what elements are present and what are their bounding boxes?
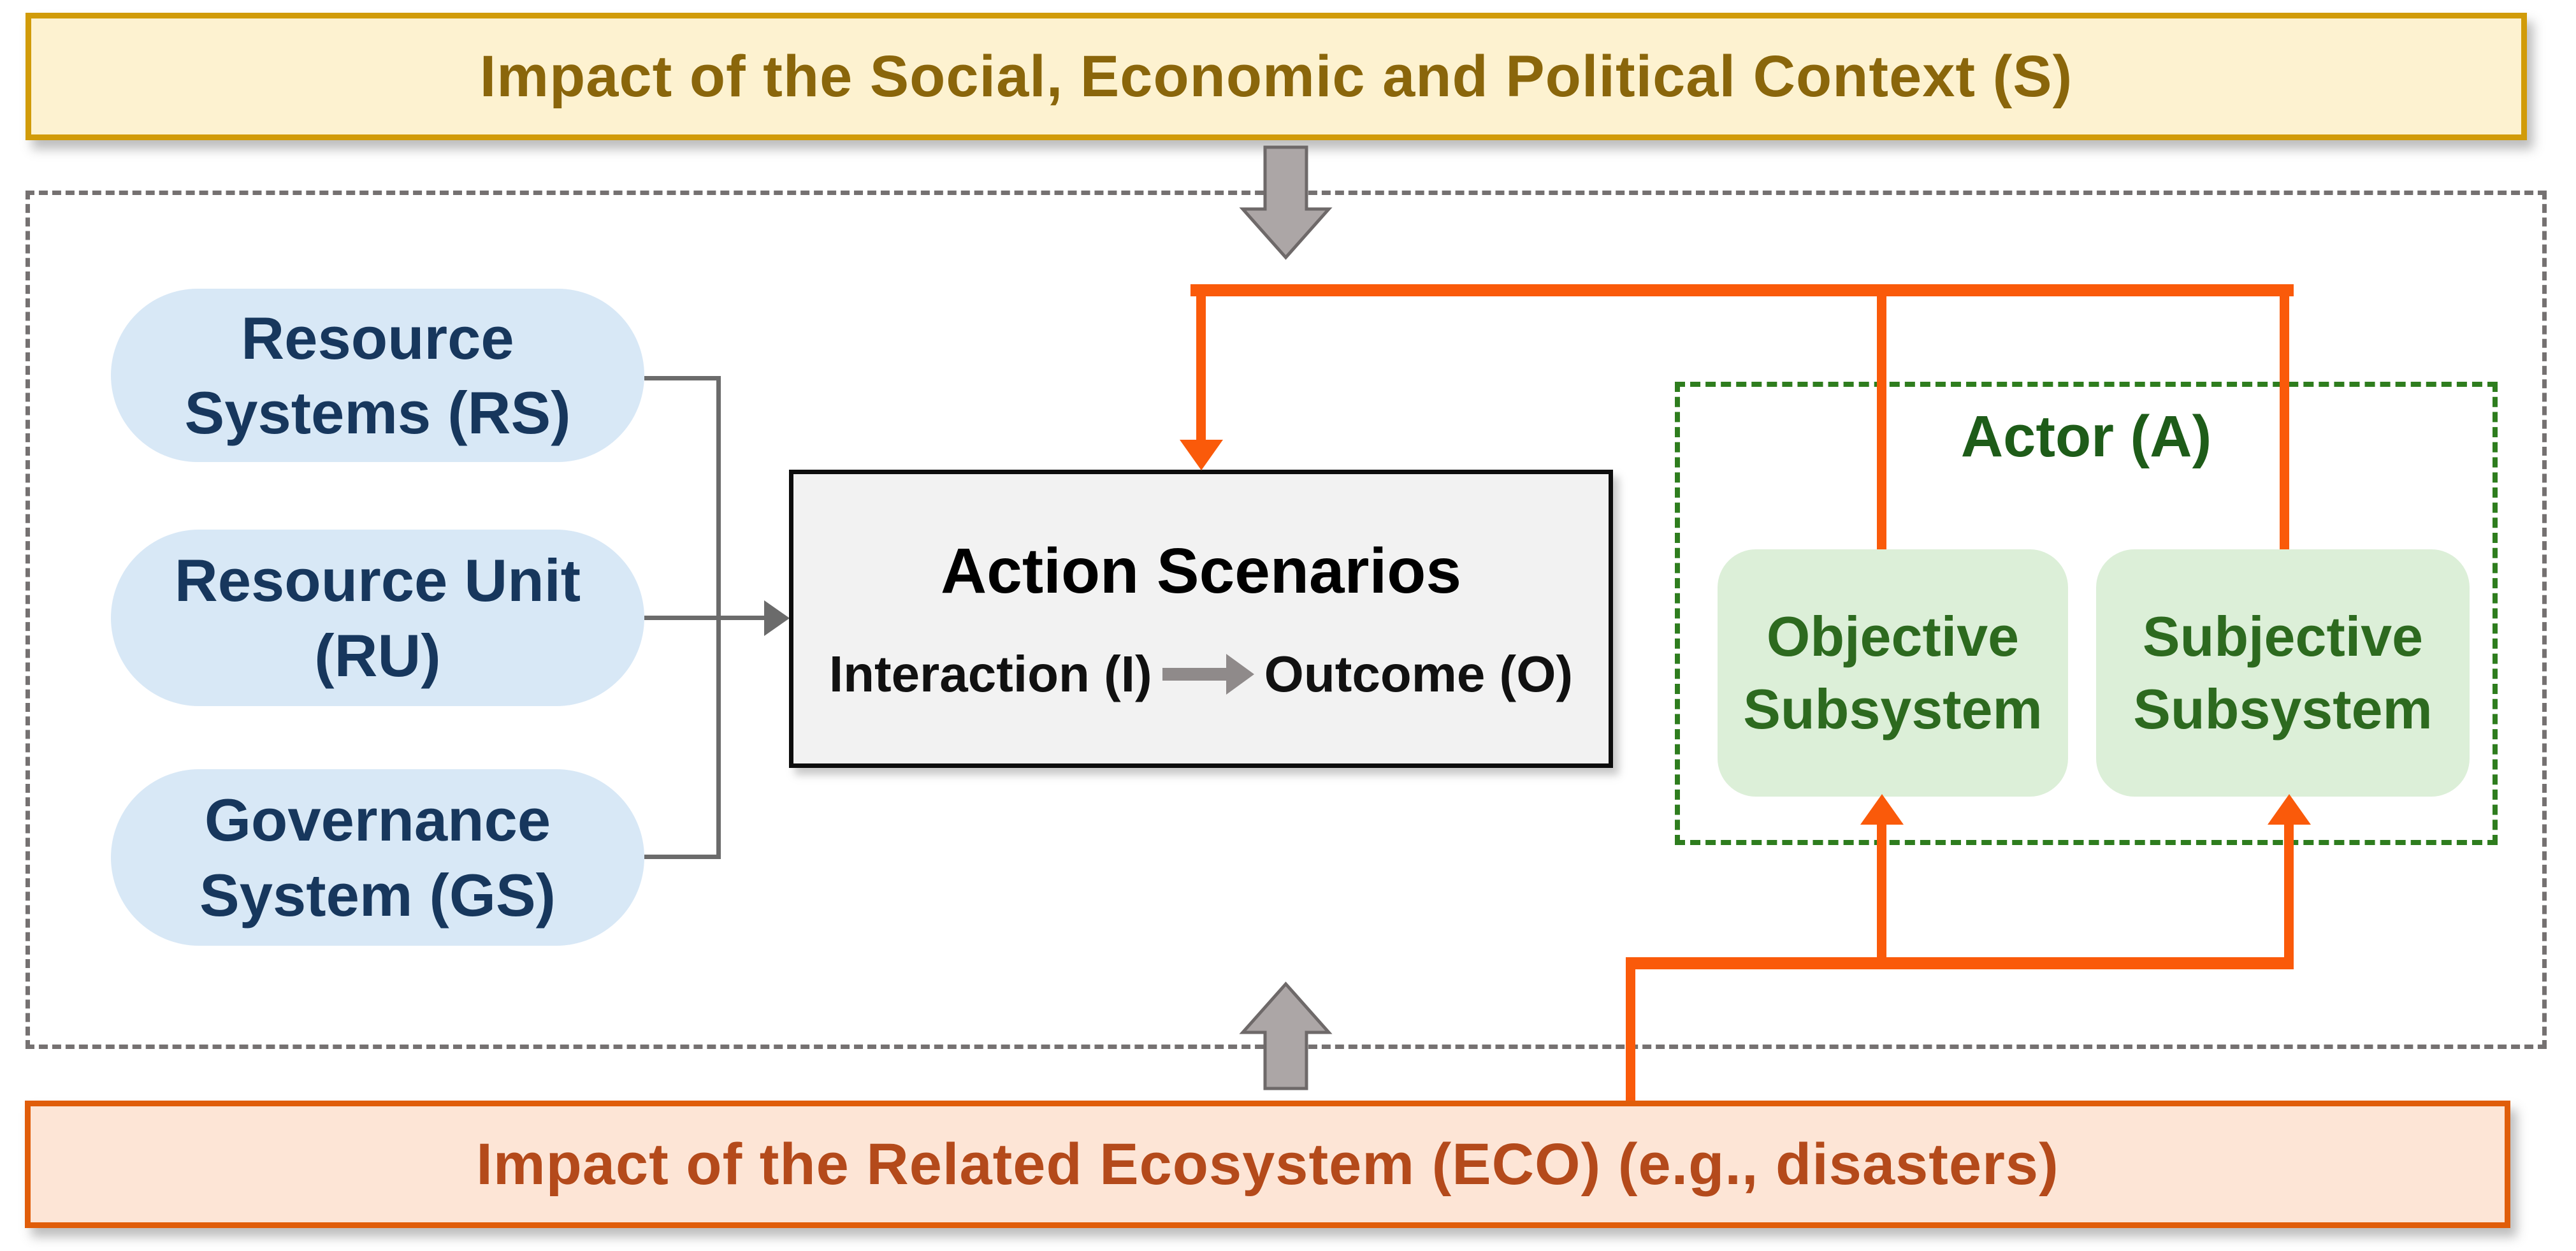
gray-down-arrow-icon xyxy=(1239,145,1333,260)
actor-region-box xyxy=(1675,382,2498,845)
resource-unit-label: Resource Unit (RU) xyxy=(174,547,581,689)
io-arrow-head xyxy=(1226,653,1254,695)
orange-line-subjective-top xyxy=(2280,284,2289,549)
related-ecosystem-banner: Impact of the Related Ecosystem (ECO) (e… xyxy=(25,1101,2510,1228)
orange-line-from-ecosystem xyxy=(1626,957,1635,1101)
actor-title: Actor (A) xyxy=(1675,401,2498,472)
social-economic-political-context-banner: Impact of the Social, Economic and Polit… xyxy=(25,13,2527,140)
governance-system-label: Governance System (GS) xyxy=(199,786,556,929)
actor-title-label: Actor (A) xyxy=(1960,403,2212,469)
orange-bottom-horizontal-line xyxy=(1626,957,2294,969)
io-arrow-shaft xyxy=(1162,667,1226,681)
orange-line-objective-bottom xyxy=(1877,823,1886,969)
resource-unit-node: Resource Unit (RU) xyxy=(111,530,644,706)
governance-system-node: Governance System (GS) xyxy=(111,769,644,946)
objective-subsystem-label: Objective Subsystem xyxy=(1743,604,2043,741)
ru-connector-line xyxy=(644,616,767,620)
action-scenarios-title: Action Scenarios xyxy=(941,535,1461,607)
orange-line-to-action-box xyxy=(1196,284,1206,442)
interaction-label: Interaction (I) xyxy=(829,645,1152,702)
gray-right-arrow-icon xyxy=(1162,653,1254,695)
orange-down-arrowhead-icon xyxy=(1180,440,1223,470)
orange-line-objective-top xyxy=(1877,294,1886,549)
rs-connector-line xyxy=(644,376,721,380)
action-scenarios-box: Action Scenarios Interaction (I) Outcome… xyxy=(789,470,1613,768)
orange-line-subjective-bottom xyxy=(2284,823,2294,969)
subjective-subsystem-node: Subjective Subsystem xyxy=(2096,549,2470,797)
orange-up-arrowhead-subjective-icon xyxy=(2268,794,2311,825)
gray-right-arrowhead-icon xyxy=(764,600,790,636)
orange-up-arrowhead-objective-icon xyxy=(1860,794,1904,825)
outcome-label: Outcome (O) xyxy=(1264,645,1574,702)
interaction-outcome-row: Interaction (I) Outcome (O) xyxy=(829,645,1573,704)
orange-top-horizontal-line xyxy=(1190,284,2294,296)
gray-up-arrow-icon xyxy=(1239,981,1333,1090)
resource-systems-node: Resource Systems (RS) xyxy=(111,289,644,462)
gs-connector-line xyxy=(644,855,721,859)
subjective-subsystem-label: Subjective Subsystem xyxy=(2133,604,2433,741)
top-banner-label: Impact of the Social, Economic and Polit… xyxy=(479,43,2073,109)
objective-subsystem-node: Objective Subsystem xyxy=(1718,549,2068,797)
bottom-banner-label: Impact of the Related Ecosystem (ECO) (e… xyxy=(476,1131,2059,1197)
resource-systems-label: Resource Systems (RS) xyxy=(184,304,571,447)
